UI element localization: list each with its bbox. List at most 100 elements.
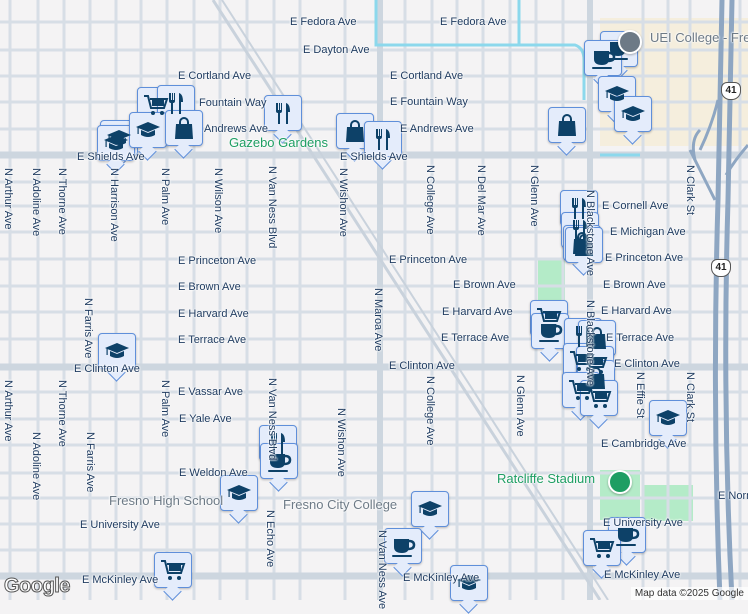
school-icon bbox=[136, 122, 160, 137]
map-marker-coffee[interactable] bbox=[608, 517, 646, 553]
place-label[interactable]: Gazebo Gardens bbox=[229, 135, 329, 150]
street-label: E University Ave bbox=[80, 519, 160, 531]
map-marker-cart[interactable] bbox=[580, 380, 618, 416]
street-label: E Fedora Ave bbox=[290, 16, 357, 28]
map-marker-school[interactable] bbox=[220, 475, 258, 511]
coffee-icon bbox=[539, 324, 563, 342]
map-marker-restaurant[interactable] bbox=[364, 121, 402, 157]
shopping-icon bbox=[346, 120, 364, 142]
street-label: E Norm bbox=[718, 490, 748, 502]
street-label: E Terrace Ave bbox=[441, 332, 510, 344]
cart-icon bbox=[569, 380, 594, 400]
street-label: E Vassar Ave bbox=[178, 386, 244, 398]
map-marker-restaurant[interactable] bbox=[264, 95, 302, 131]
map-marker-school[interactable] bbox=[598, 76, 636, 112]
street-label: E Cortland Ave bbox=[390, 70, 464, 82]
street-label: N Clark St bbox=[684, 165, 696, 216]
place-label[interactable]: Fresno City College bbox=[283, 497, 398, 512]
cart-icon bbox=[144, 95, 169, 115]
map-marker-school[interactable] bbox=[411, 491, 449, 527]
college-pin-icon[interactable] bbox=[618, 30, 642, 54]
street-label: N Effie St bbox=[634, 372, 646, 419]
cart-icon bbox=[590, 538, 615, 558]
restaurant-icon bbox=[576, 326, 590, 347]
street-label: E Michigan Ave bbox=[610, 226, 686, 238]
map-marker-school[interactable] bbox=[129, 112, 167, 148]
map-marker-school[interactable] bbox=[649, 400, 687, 436]
street-label: E University Ave bbox=[603, 517, 683, 529]
school-icon bbox=[104, 135, 128, 150]
street-label: E Weldon Ave bbox=[179, 467, 248, 479]
coffee-icon bbox=[392, 539, 416, 557]
street-label: E Cornell Ave bbox=[602, 200, 669, 212]
restaurant-icon bbox=[271, 433, 285, 454]
street-label: E Fountain Way bbox=[390, 96, 468, 108]
street-label: N Palm Ave bbox=[159, 380, 171, 438]
street-label: E Andrews Ave bbox=[400, 123, 474, 135]
street-label: N Arthur Ave bbox=[2, 168, 14, 230]
street-label: E Cambridge Ave bbox=[601, 438, 687, 450]
map-marker-coffee[interactable] bbox=[531, 313, 569, 349]
street-label: N Palm Ave bbox=[159, 168, 171, 226]
map-marker-shopping[interactable] bbox=[336, 113, 374, 149]
map-marker-shopping[interactable] bbox=[565, 227, 603, 263]
school-icon bbox=[605, 86, 629, 101]
restaurant-icon bbox=[376, 129, 390, 150]
street-label: E Shields Ave bbox=[340, 151, 408, 163]
street-label: N Thorne Ave bbox=[56, 380, 68, 447]
school-icon bbox=[418, 501, 442, 516]
street-label: N Wishon Ave bbox=[335, 408, 347, 477]
coffee-icon bbox=[616, 528, 640, 546]
map-marker-shopping[interactable] bbox=[578, 320, 616, 356]
street-label: Fountain Way bbox=[199, 97, 267, 109]
street-label: N Harrison Ave bbox=[108, 168, 120, 242]
stadium-pin-icon[interactable] bbox=[608, 470, 632, 494]
street-label: N Blackstone Ave bbox=[584, 190, 596, 277]
street-label: N Van Ness Blvd bbox=[266, 166, 278, 249]
map-marker-school[interactable] bbox=[98, 333, 136, 369]
map-marker-cart[interactable] bbox=[583, 530, 621, 566]
street-label: N College Ave bbox=[424, 165, 436, 235]
shopping-icon bbox=[558, 114, 576, 136]
freeway-ramp bbox=[688, 99, 748, 201]
cart-icon bbox=[587, 388, 612, 408]
street-label: E Clinton Ave bbox=[74, 363, 140, 375]
street-label: E Princeton Ave bbox=[389, 254, 468, 266]
map-marker-cart[interactable] bbox=[154, 552, 192, 588]
school-icon bbox=[457, 575, 481, 590]
place-label[interactable]: Fresno High School bbox=[109, 493, 224, 508]
street-label: N Arthur Ave bbox=[2, 380, 14, 442]
street-label: N Adoline Ave bbox=[30, 168, 42, 237]
school-icon bbox=[621, 106, 645, 121]
park-area bbox=[538, 258, 565, 300]
map-marker-shopping[interactable] bbox=[165, 110, 203, 146]
map-marker-cart[interactable] bbox=[563, 343, 601, 379]
map-marker-coffee[interactable] bbox=[384, 528, 422, 564]
street-label: E Harvard Ave bbox=[601, 305, 672, 317]
map-marker-cart[interactable] bbox=[137, 87, 175, 123]
place-label[interactable]: UEI College - Fresno bbox=[650, 30, 748, 45]
coffee-icon bbox=[592, 51, 616, 69]
street-label: N Glenn Ave bbox=[514, 375, 526, 437]
place-label[interactable]: Ratcliffe Stadium bbox=[497, 471, 596, 486]
map-marker-coffee[interactable] bbox=[260, 443, 298, 479]
map-marker-school[interactable] bbox=[614, 96, 652, 132]
map-marker-restaurant[interactable] bbox=[157, 85, 195, 121]
street-label: N Farris Ave bbox=[82, 298, 94, 359]
street-label: N Van Ness Blvd bbox=[266, 378, 278, 461]
cart-icon bbox=[161, 560, 186, 580]
street-label: N Blackstone Ave bbox=[584, 300, 596, 387]
coffee-icon bbox=[268, 454, 292, 472]
street-label: N Farris Ave bbox=[84, 432, 96, 493]
street-label: N College Ave bbox=[424, 376, 436, 446]
map-marker-school[interactable] bbox=[450, 565, 488, 601]
street-label: E Clinton Ave bbox=[614, 358, 680, 370]
shopping-icon bbox=[175, 117, 193, 139]
street-label: E Brown Ave bbox=[603, 279, 666, 291]
map-marker-shopping[interactable] bbox=[548, 107, 586, 143]
street-label: E McKinley Ave bbox=[82, 574, 159, 586]
google-logo: Google bbox=[4, 575, 71, 598]
street-label: N Echo Ave bbox=[264, 510, 276, 568]
street-label: N Wishon Ave bbox=[337, 168, 349, 237]
